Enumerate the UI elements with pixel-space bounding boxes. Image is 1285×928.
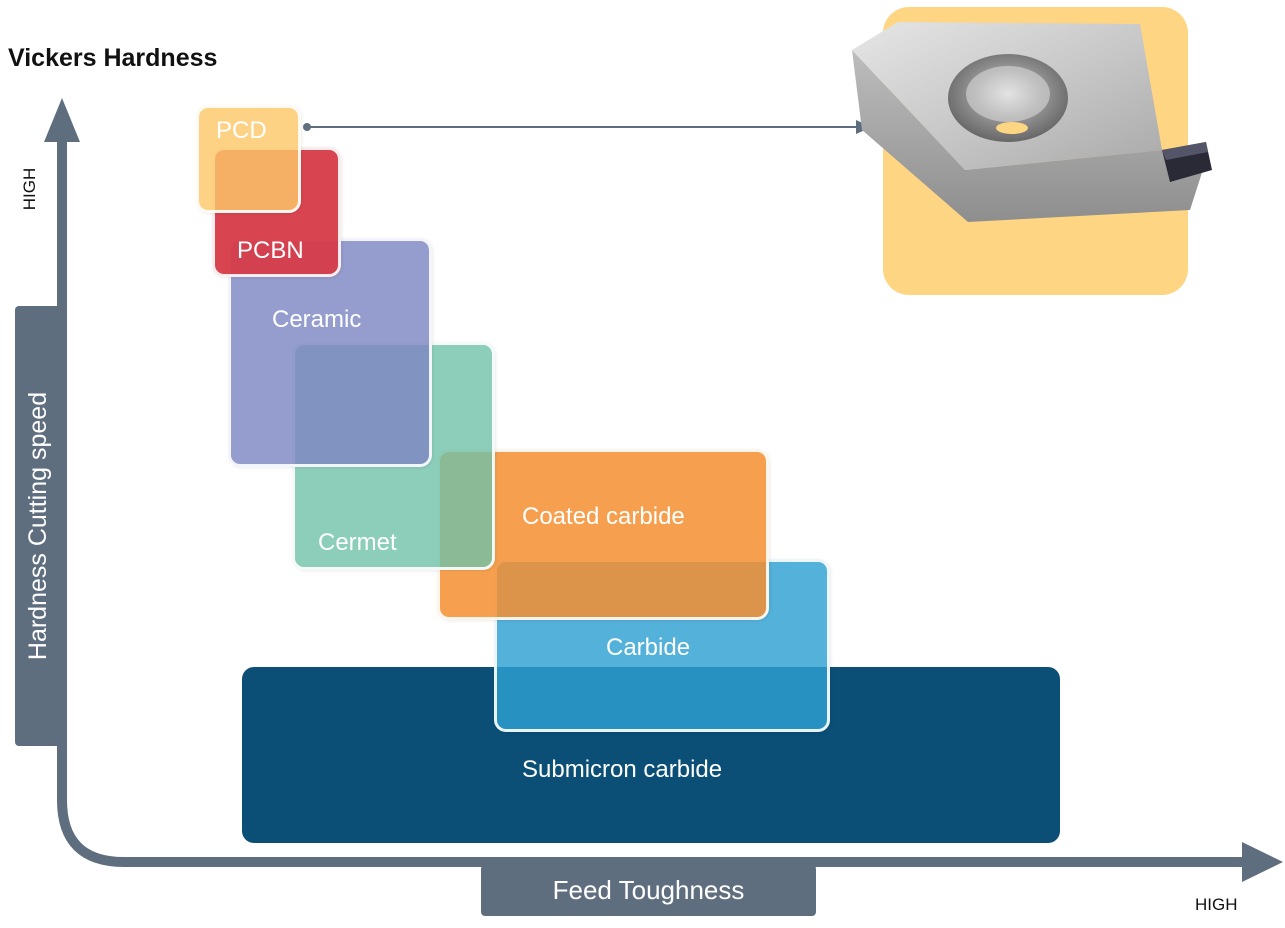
ceramic-label: Ceramic	[272, 306, 362, 333]
pcd-label: PCD	[216, 117, 267, 144]
x-axis-arrowhead	[1242, 842, 1283, 882]
pcd-box	[196, 105, 301, 213]
pcbn-label: PCBN	[237, 237, 304, 264]
x-axis-label-box: Feed Toughness	[481, 865, 816, 916]
page-title: Vickers Hardness	[8, 44, 218, 72]
cermet-label: Cermet	[318, 529, 397, 556]
x-axis-high-label: HIGH	[1195, 895, 1238, 914]
cutting-insert-icon	[852, 22, 1212, 222]
submicron-carbide-label: Submicron carbide	[522, 756, 723, 783]
carbide-label: Carbide	[606, 634, 691, 661]
y-axis-arrow	[44, 98, 1245, 867]
coated-carbide-label: Coated carbide	[522, 503, 685, 530]
y-axis-label-box: Hardness Cutting speed	[15, 306, 61, 746]
x-axis-label: Feed Toughness	[552, 875, 745, 905]
